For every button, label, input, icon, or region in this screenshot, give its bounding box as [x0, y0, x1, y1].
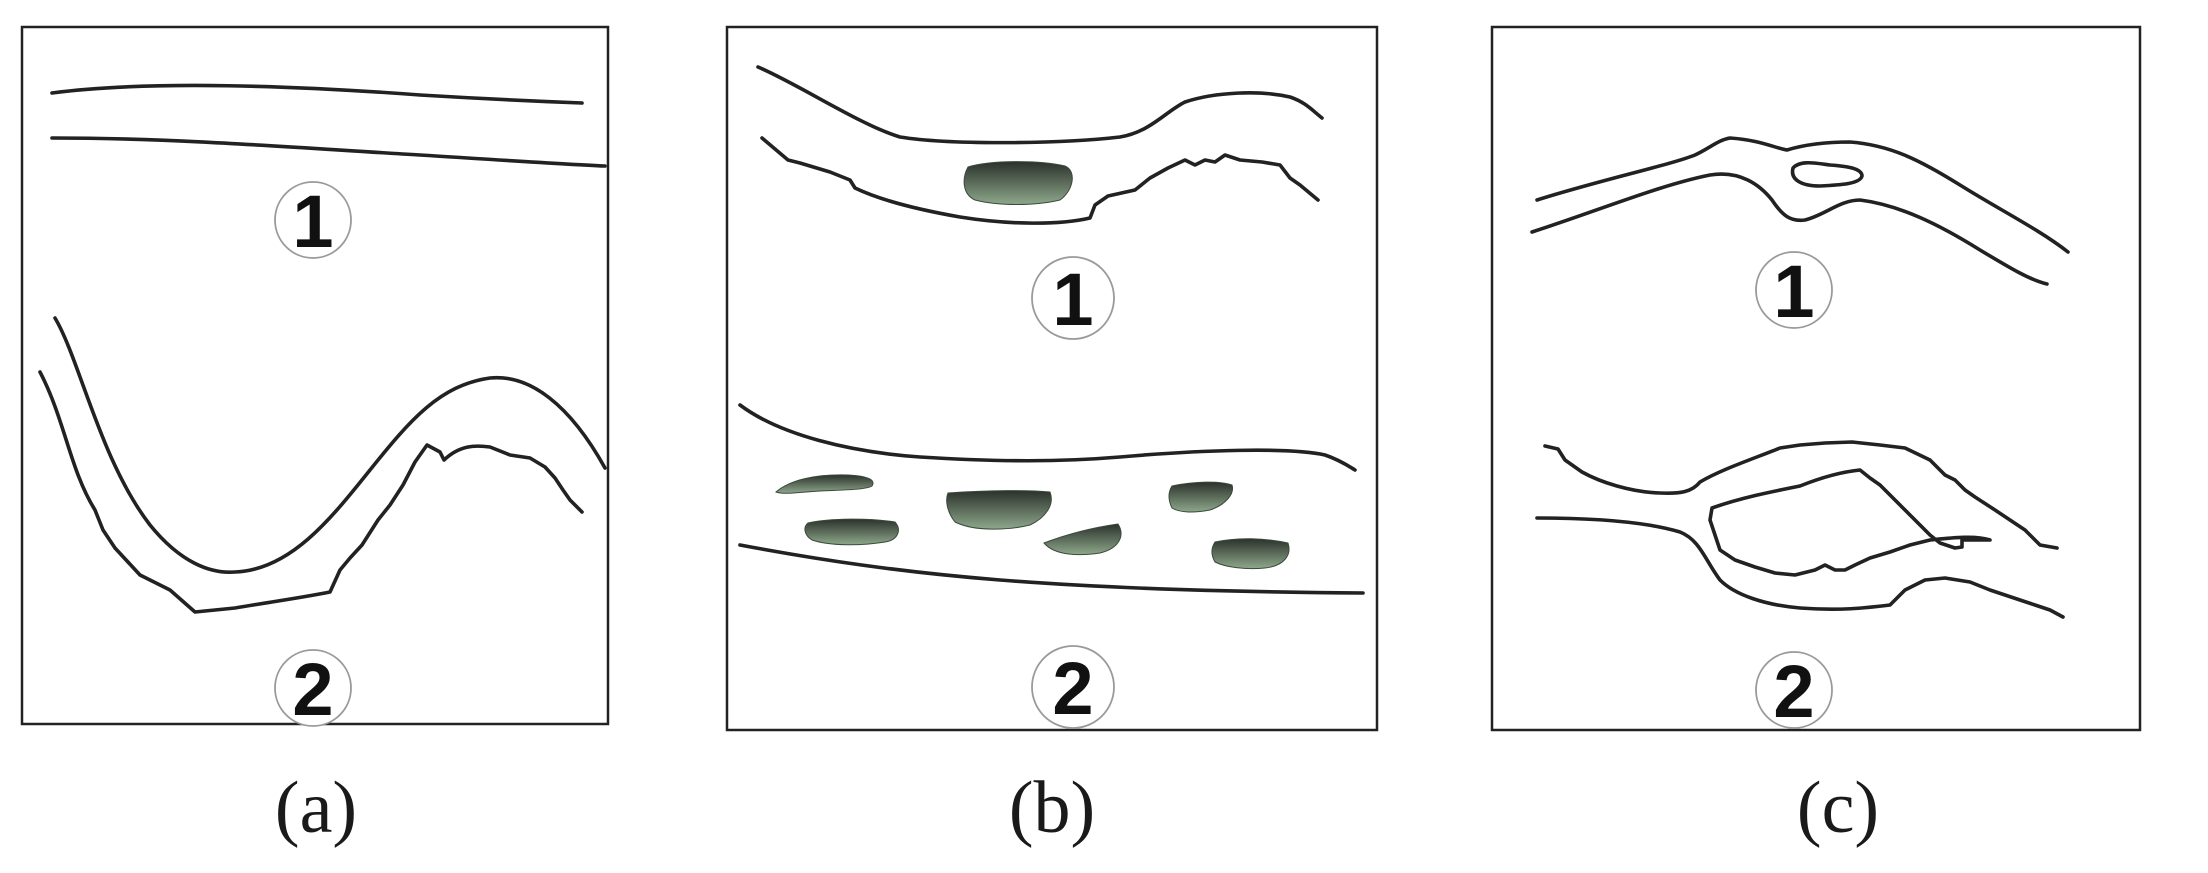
panel-a-label-1: 1: [274, 180, 352, 263]
channel-bank-upper: [50, 83, 584, 105]
label-number: 1: [1052, 258, 1093, 341]
channel-bank-upper: [738, 403, 1357, 472]
channel-bank-lower: [1530, 172, 2049, 286]
panel-c: 1 2 (c): [1490, 25, 2142, 849]
panel-a-caption: (a): [275, 767, 357, 849]
label-ring: [1031, 645, 1115, 729]
panel-c-small-island-channel: [1530, 136, 2070, 286]
gravel-bar: [946, 490, 1052, 530]
panel-b-label-1: 1: [1031, 256, 1115, 341]
channel-island: [1708, 468, 1992, 577]
panel-b-label-2: 2: [1031, 645, 1115, 730]
gravel-bar: [1043, 523, 1122, 556]
channel-bank-upper: [1535, 136, 2070, 254]
label-ring: [274, 181, 352, 259]
gravel-bar: [1168, 481, 1234, 513]
channel-bank-lower: [38, 370, 584, 614]
channel-bank-upper: [756, 65, 1324, 145]
channel-bank-lower: [760, 136, 1320, 225]
panel-c-label-2: 2: [1755, 650, 1833, 733]
channel-bank-lower: [50, 136, 607, 168]
panel-b-caption: (b): [1009, 767, 1095, 849]
channel-bank-upper: [1543, 440, 2059, 550]
panel-b: 1 2 (b): [725, 25, 1379, 849]
panel-c-label-1: 1: [1755, 250, 1833, 333]
label-ring: [1755, 251, 1833, 329]
panel-a: 1 2 (a): [20, 25, 610, 849]
panel-b-single-bar-channel: [756, 65, 1324, 225]
panel-a-straight-channel: [50, 83, 607, 168]
label-number: 2: [1052, 647, 1093, 730]
label-ring: [274, 649, 352, 727]
label-number: 2: [292, 648, 333, 731]
panel-a-frame: [20, 25, 610, 726]
channel-bank-lower: [1535, 516, 2065, 619]
channel-island: [1790, 160, 1864, 188]
gravel-bar: [775, 474, 874, 494]
gravel-bar: [804, 518, 899, 546]
panel-b-frame: [725, 25, 1379, 732]
label-number: 2: [1773, 650, 1814, 733]
panel-c-frame: [1490, 25, 2142, 732]
panel-a-meander-channel: [38, 316, 607, 614]
panel-b-braided-channel: [738, 403, 1365, 595]
label-ring: [1755, 651, 1833, 729]
channel-bank-upper: [53, 316, 607, 574]
panel-a-label-2: 2: [274, 648, 352, 731]
label-number: 1: [292, 180, 333, 263]
panel-c-large-island-channel: [1535, 440, 2065, 619]
panel-c-caption: (c): [1797, 767, 1879, 849]
channel-bank-lower: [738, 543, 1365, 595]
gravel-bar: [1211, 538, 1290, 570]
gravel-bar: [963, 161, 1073, 205]
label-number: 1: [1773, 250, 1814, 333]
label-ring: [1031, 256, 1115, 340]
